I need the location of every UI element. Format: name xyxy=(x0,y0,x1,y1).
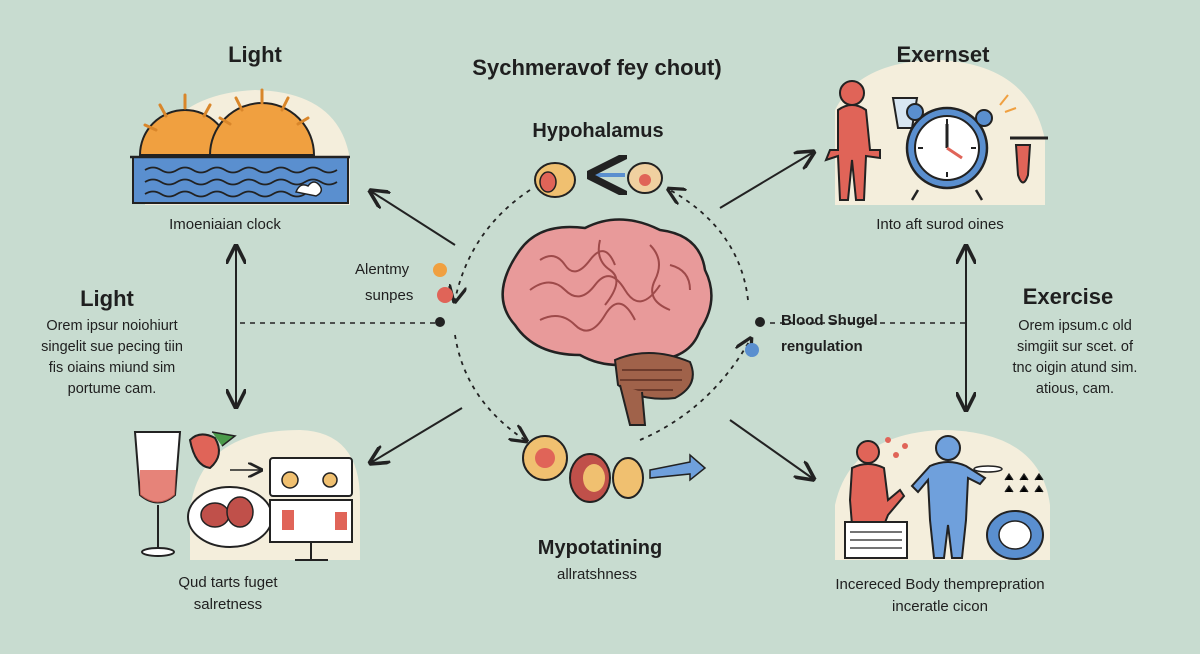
top-right-caption: Into aft surod oines xyxy=(876,216,1004,233)
mid-right-body-line: tnc oigin atund sim. xyxy=(1012,360,1138,376)
mid-left-body-line: portume cam. xyxy=(67,381,157,397)
diagram-title: Sychmeravof fey chout) xyxy=(472,55,722,80)
sunset-scene-illustration xyxy=(130,88,350,205)
alertness-label-line: Alentmy xyxy=(355,261,410,278)
bottom-center-heading: Mypotatining xyxy=(537,537,663,559)
mid-right-heading: Exercise xyxy=(1022,284,1114,309)
bottom-right-caption: Incerесed Body themprepration inceratle … xyxy=(835,574,1044,618)
blood-sugar-label: Blood Shugel rengulation xyxy=(781,308,878,360)
alertness-label-line: sunpes xyxy=(365,287,414,304)
mid-left-body-line: fis oiains miund sim xyxy=(48,360,176,376)
mid-left-body-line: Orem ipsur noiohiurt xyxy=(46,318,178,334)
dashed-cycle-ring xyxy=(455,190,750,440)
bottom-center-caption: allratshness xyxy=(556,566,638,583)
blood-sugar-label-line: rengulation xyxy=(781,338,863,355)
mid-right-body-line: Orem ipsum.c old xyxy=(1018,318,1132,334)
brain-illustration xyxy=(501,218,713,426)
blood-sugar-dots-icon xyxy=(745,317,765,357)
food-drink-illustration xyxy=(133,430,360,561)
cycle-arrows xyxy=(236,153,966,478)
body-temperature-illustration xyxy=(835,430,1050,560)
bottom-right-caption-line: inceratle cicon xyxy=(892,598,988,615)
mid-right-body: Orem ipsum.c old simgiit sur scet. of tn… xyxy=(1013,316,1138,400)
bottom-left-caption-line: Qud tarts fuget xyxy=(178,574,278,591)
exercise-clock-illustration xyxy=(824,60,1048,205)
mid-right-body-line: simgiit sur scet. of xyxy=(1016,339,1134,355)
top-right-heading: Exernset xyxy=(896,42,990,67)
blood-sugar-label-line: Blood Shugel xyxy=(781,312,878,329)
bottom-right-caption-line: Incerесed Body themprepration xyxy=(835,576,1045,593)
mid-left-body-line: singelit sue pecing tiin xyxy=(41,339,183,355)
bottom-left-caption: Qud tarts fuget salretness xyxy=(178,572,277,616)
hypothalamus-label: Hypohalamus xyxy=(532,120,664,142)
alertness-dots-icon xyxy=(433,263,453,327)
top-left-heading: Light xyxy=(228,42,282,67)
alertness-label: Alentmy sunpes xyxy=(355,257,413,309)
digestive-organ-icons xyxy=(522,435,707,503)
bottom-left-caption-line: salretness xyxy=(193,596,263,613)
mid-left-heading: Light xyxy=(80,286,134,311)
hypothalamus-organ-icons xyxy=(534,163,663,198)
mid-right-body-line: atious, cam. xyxy=(1035,381,1115,397)
mid-left-body: Orem ipsur noiohiurt singelit sue pecing… xyxy=(41,316,183,400)
top-left-caption: Imoeniaian clock xyxy=(169,216,281,233)
